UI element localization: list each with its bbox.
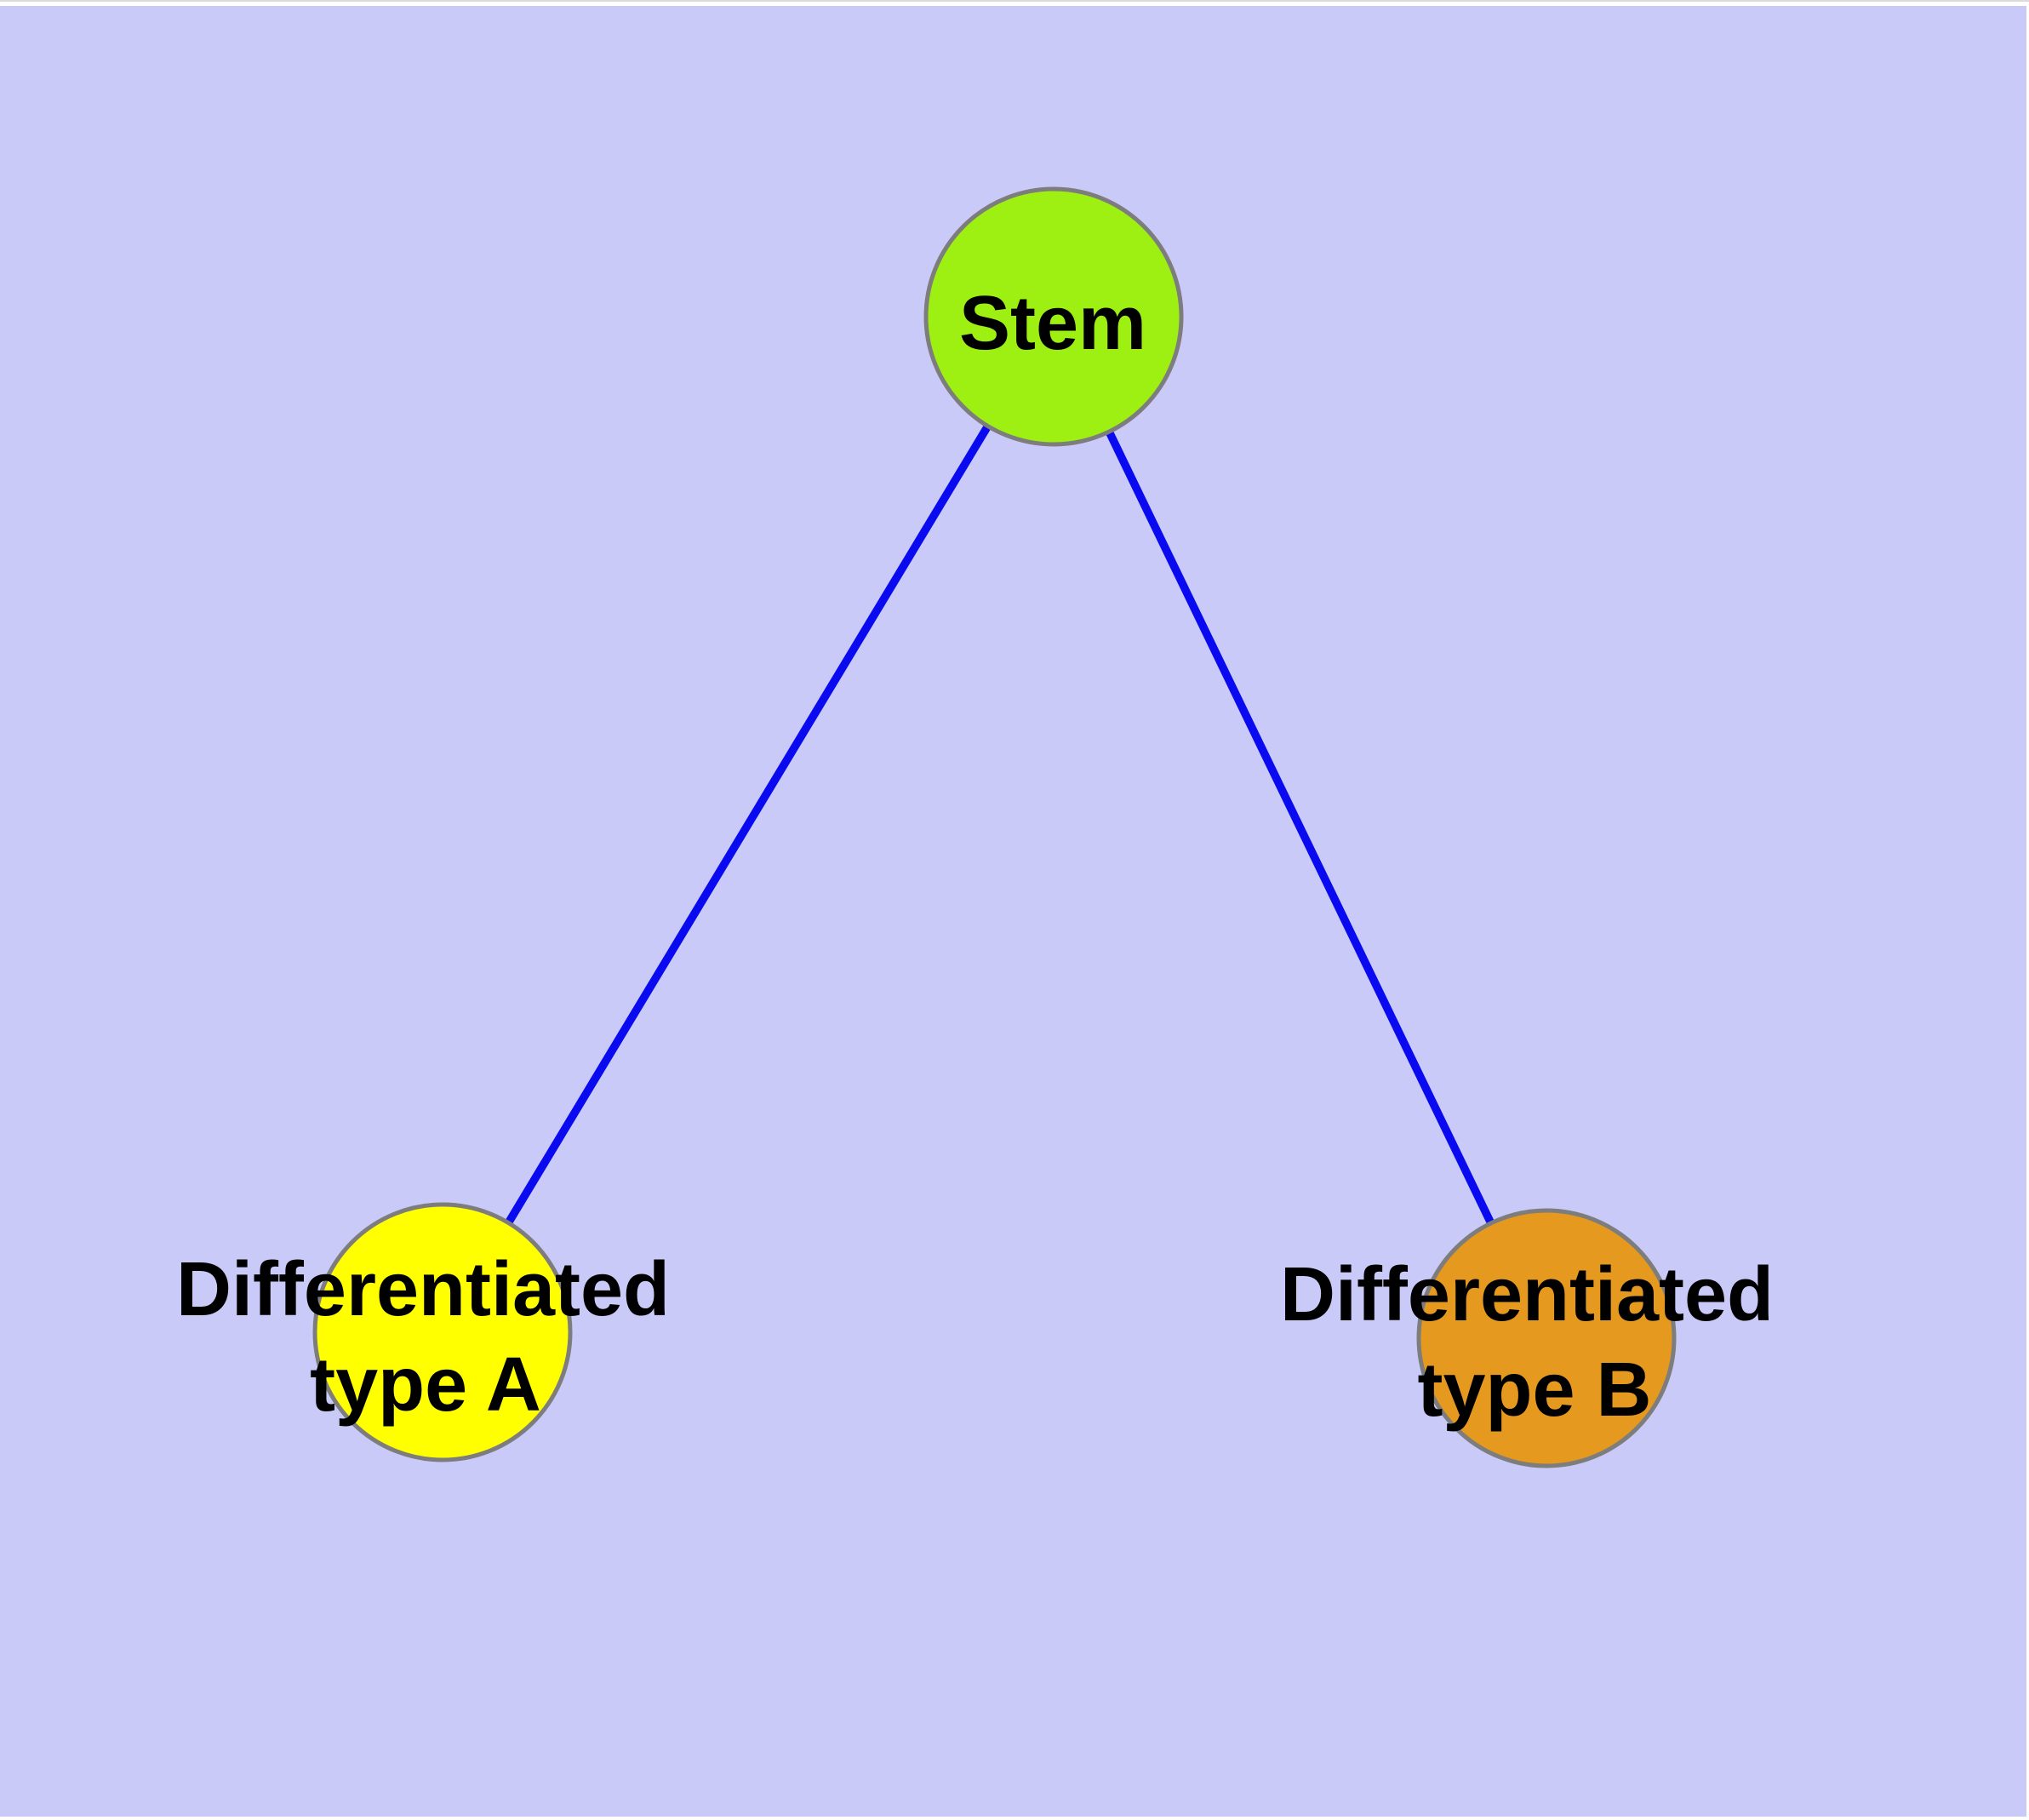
node-stem-circle — [923, 186, 1184, 447]
edge-stem-to-type-b — [1049, 314, 1551, 1341]
node-differentiated-type-b: Differentiated type B — [1280, 1208, 1774, 1468]
node-type-b-label-line2: type B — [1417, 1348, 1651, 1433]
node-stem-label: Stem — [959, 281, 1146, 366]
edge-stem-to-type-a — [438, 314, 1058, 1335]
node-type-a-label-line2: type A — [310, 1342, 541, 1428]
node-type-a-label-line1: Differentiated — [176, 1247, 670, 1332]
node-type-b-circle — [1416, 1208, 1677, 1468]
node-type-a-circle — [312, 1202, 573, 1462]
node-stem: Stem — [923, 186, 1184, 447]
node-differentiated-type-a: Differentiated type A — [176, 1202, 670, 1462]
node-type-b-label-line1: Differentiated — [1280, 1252, 1774, 1337]
